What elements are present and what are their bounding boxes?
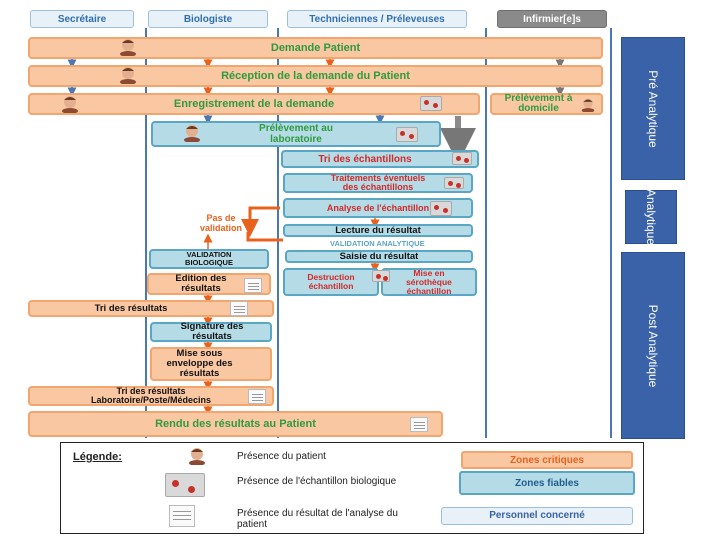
step-label: Mise sous enveloppe des résultats xyxy=(166,348,233,379)
step-tri-resultats-2: Tri des résultats Laboratoire/Poste/Méde… xyxy=(28,386,274,406)
lane-divider xyxy=(610,28,612,438)
phase-label: Post Analytique xyxy=(646,304,660,387)
step-label: Prélèvement à domicile xyxy=(504,93,573,114)
step-label: Rendu des résultats au Patient xyxy=(155,418,316,430)
legend-zones-fiables: Zones fiables xyxy=(459,471,635,495)
legend-title: Légende: xyxy=(73,451,122,463)
legend-zones-critiques: Zones critiques xyxy=(461,451,633,469)
legend-presence-echantillon: Présence de l'échantillon biologique xyxy=(237,476,397,487)
step-enregistrement: Enregistrement de la demande xyxy=(28,93,480,115)
patient-icon xyxy=(184,125,200,142)
sample-icon xyxy=(165,473,205,497)
patient-icon xyxy=(189,448,205,465)
document-icon xyxy=(230,301,248,316)
lane-header-infirmieres: Infirmier[e]s xyxy=(497,10,607,28)
document-icon xyxy=(410,417,428,432)
sample-icon xyxy=(396,127,418,142)
lane-header-biologiste: Biologiste xyxy=(148,10,268,28)
step-label: Enregistrement de la demande xyxy=(173,98,335,110)
lane-divider xyxy=(145,28,147,438)
step-lecture: Lecture du résultat xyxy=(283,224,473,237)
phase-analytique: Analytique xyxy=(625,188,677,246)
step-label: Traitements éventuels des échantillons xyxy=(330,173,426,192)
step-label: Analyse de l'échantillon xyxy=(326,202,430,213)
sample-icon xyxy=(372,270,390,282)
step-label: Lecture du résultat xyxy=(335,225,421,236)
sample-icon xyxy=(452,152,472,165)
legend: Légende: Présence du patient Présence de… xyxy=(60,442,644,534)
patient-icon xyxy=(581,98,595,112)
step-label: Demande Patient xyxy=(270,42,361,54)
step-label: Signature des résultats xyxy=(180,321,244,342)
sample-icon xyxy=(430,201,452,216)
step-saisie: Saisie du résultat xyxy=(285,250,473,263)
step-reception: Réception de la demande du Patient xyxy=(28,65,603,87)
step-analyse: Analyse de l'échantillon xyxy=(283,198,473,218)
step-label: Edition des résultats xyxy=(175,273,227,294)
step-prelevement-labo: Prélèvement au laboratoire xyxy=(151,121,441,147)
document-icon xyxy=(248,389,266,404)
step-label: Tri des échantillons xyxy=(318,153,412,165)
phase-post-analytique: Post Analytique xyxy=(621,252,685,439)
step-edition: Edition des résultats xyxy=(147,273,271,295)
step-label: Tri des résultats xyxy=(94,302,168,314)
step-label: Mise en sérothèque échantillon xyxy=(406,267,452,296)
step-serotheque: Mise en sérothèque échantillon xyxy=(381,268,477,296)
phase-pre-analytique: Pré Analytique xyxy=(621,37,685,180)
lane-divider xyxy=(277,28,279,438)
step-destruction: Destruction échantillon xyxy=(283,268,379,296)
step-signature: Signature des résultats xyxy=(150,322,272,342)
label-pas-de-validation: Pas de validation xyxy=(199,213,242,233)
phase-label: Analytique xyxy=(644,188,658,246)
sample-icon xyxy=(420,96,442,111)
step-tri-resultats: Tri des résultats xyxy=(28,300,274,317)
lane-header-techniciennes: Techniciennes / Préleveuses xyxy=(287,10,467,28)
step-label: Réception de la demande du Patient xyxy=(221,70,410,82)
legend-presence-resultat: Présence du résultat de l'analyse du pat… xyxy=(237,508,398,530)
patient-icon xyxy=(120,67,136,84)
step-label: VALIDATION BIOLOGIQUE xyxy=(185,250,233,267)
step-tri-echantillons: Tri des échantillons xyxy=(281,150,479,168)
step-rendu: Rendu des résultats au Patient xyxy=(28,411,443,437)
patient-icon xyxy=(120,39,136,56)
step-enveloppe: Mise sous enveloppe des résultats xyxy=(150,347,272,381)
lane-header-secretaire: Secrétaire xyxy=(30,10,134,28)
phase-label: Pré Analytique xyxy=(646,69,660,148)
label-validation-analytique: VALIDATION ANALYTIQUE xyxy=(330,239,425,248)
step-label: Saisie du résultat xyxy=(339,251,419,262)
step-label: Destruction échantillon xyxy=(307,272,355,291)
step-prelevement-domicile: Prélèvement à domicile xyxy=(490,93,603,115)
patient-icon xyxy=(62,96,78,113)
step-label: Tri des résultats Laboratoire/Poste/Méde… xyxy=(90,386,212,405)
legend-presence-patient: Présence du patient xyxy=(237,451,326,462)
step-label: Prélèvement au laboratoire xyxy=(259,123,333,145)
lane-divider xyxy=(485,28,487,438)
step-demande-patient: Demande Patient xyxy=(28,37,603,59)
step-validation-biologique: VALIDATION BIOLOGIQUE xyxy=(149,249,269,269)
legend-personnel: Personnel concerné xyxy=(441,507,633,525)
document-icon xyxy=(244,278,262,293)
document-icon xyxy=(169,505,195,527)
step-traitements: Traitements éventuels des échantillons xyxy=(283,173,473,193)
sample-icon xyxy=(444,177,464,189)
